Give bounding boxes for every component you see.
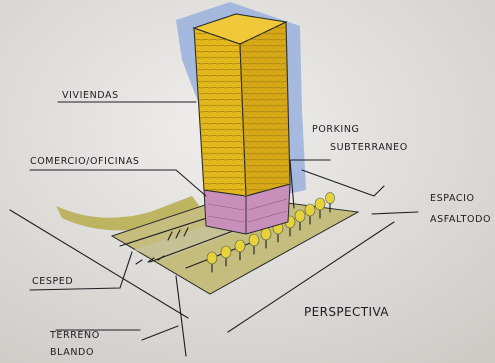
tree bbox=[304, 203, 316, 225]
tree bbox=[294, 209, 306, 231]
tree bbox=[220, 245, 232, 267]
label-parking-line2: SUBTERRANEO bbox=[330, 142, 408, 153]
leader-parking bbox=[289, 159, 331, 209]
annotation-lines bbox=[9, 101, 419, 357]
label-espacio-line1: ESPACIO bbox=[430, 193, 475, 204]
tree bbox=[248, 233, 260, 255]
label-cesped: CESPED bbox=[32, 276, 73, 287]
label-perspectiva: PERSPECTIVA bbox=[304, 305, 389, 319]
label-viviendas: VIVIENDAS bbox=[62, 90, 119, 101]
tower bbox=[192, 13, 291, 235]
label-terreno-line1: TERRENO bbox=[49, 330, 100, 341]
tree bbox=[325, 192, 335, 213]
label-terreno-line2: BLANDO bbox=[50, 347, 94, 358]
leader-cesped bbox=[29, 251, 133, 291]
leader-espacio bbox=[371, 211, 419, 215]
labels: VIVIENDAS COMERCIO/OFICINAS PORKING SUBT… bbox=[30, 90, 491, 358]
tree bbox=[206, 251, 218, 273]
tree bbox=[314, 197, 326, 219]
tree bbox=[234, 239, 246, 261]
leader-comercio bbox=[29, 169, 207, 197]
label-comercio-oficinas: COMERCIO/OFICINAS bbox=[30, 156, 140, 167]
label-espacio-line2: ASFALTODO bbox=[430, 214, 491, 225]
label-parking-line1: PORKING bbox=[312, 124, 360, 135]
